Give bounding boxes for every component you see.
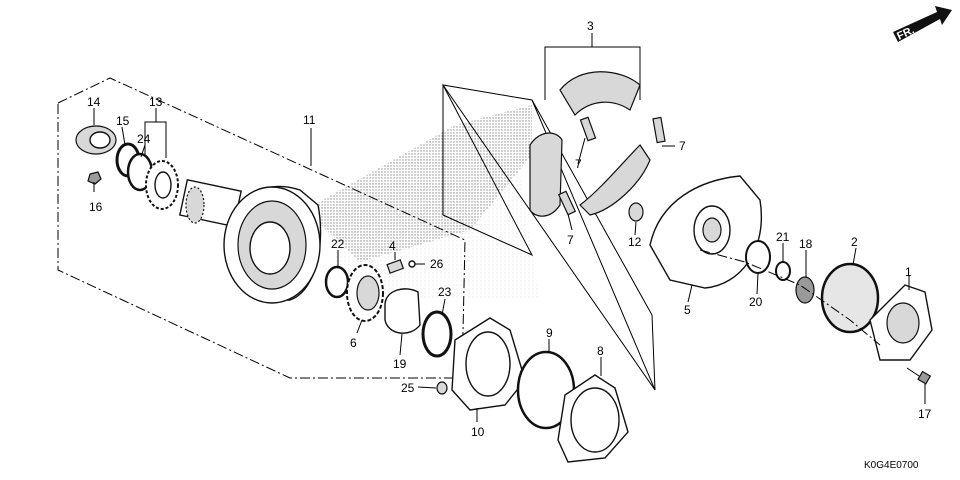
callout-14: 14 xyxy=(87,95,101,109)
part-16-nut xyxy=(87,171,102,185)
bracket-part-3 xyxy=(544,33,641,100)
callout-labels: 1 2 3 4 5 6 7 7 7 8 9 10 11 12 13 14 15 … xyxy=(87,19,932,439)
part-2-gasket xyxy=(820,262,880,334)
callout-10: 10 xyxy=(471,425,485,439)
callout-22: 22 xyxy=(331,237,345,251)
assembly-outline-shoes xyxy=(442,84,656,391)
gasket-8-hole xyxy=(570,387,620,453)
callout-21: 21 xyxy=(776,230,790,244)
assembly-centre-line xyxy=(699,249,881,346)
part-12-collar xyxy=(628,202,644,222)
part-21-washer xyxy=(775,261,791,281)
diagram-code: K0G4E0700 xyxy=(864,460,919,471)
callout-8: 8 xyxy=(597,344,604,358)
part-19-plate xyxy=(384,288,421,334)
part-6-one-way-clutch xyxy=(346,264,384,322)
callout-9: 9 xyxy=(546,326,553,340)
callout-20: 20 xyxy=(749,295,763,309)
part-13-gear xyxy=(145,160,179,210)
callout-5: 5 xyxy=(684,303,691,317)
callout-18: 18 xyxy=(799,237,813,251)
callout-11: 11 xyxy=(303,113,316,127)
callout-24: 24 xyxy=(137,132,151,146)
part-25-nut xyxy=(436,381,448,395)
part-23-snap-ring xyxy=(421,310,453,358)
part-3-clutch-shoes xyxy=(529,71,651,217)
callout-12: 12 xyxy=(628,235,642,249)
callout-25: 25 xyxy=(401,381,415,395)
callout-16: 16 xyxy=(89,200,103,214)
gasket-10-hole xyxy=(465,331,511,397)
callout-2: 2 xyxy=(851,235,858,249)
callout-13: 13 xyxy=(149,95,163,109)
callout-7b: 7 xyxy=(679,139,686,153)
part-18-bearing xyxy=(795,276,815,304)
part-26-pin xyxy=(408,260,416,268)
part-22-ring xyxy=(324,265,350,299)
callout-23: 23 xyxy=(438,285,452,299)
callout-19: 19 xyxy=(393,357,407,371)
part-4-spring xyxy=(386,259,405,274)
callout-6: 6 xyxy=(350,336,357,350)
front-direction-arrow: FR. xyxy=(893,6,952,43)
part-5-drive-plate xyxy=(649,175,762,289)
callout-7a: 7 xyxy=(575,157,582,171)
callout-26: 26 xyxy=(430,257,444,271)
leader-lines xyxy=(93,108,926,422)
callout-15: 15 xyxy=(116,114,130,128)
callout-1: 1 xyxy=(905,265,912,279)
part-14-cap xyxy=(75,125,117,155)
dotted-projection-area xyxy=(305,105,532,262)
cover-1-boss xyxy=(886,302,920,344)
part-11-clutch-outer xyxy=(179,178,322,304)
callout-4: 4 xyxy=(389,239,396,253)
part-7-spring-right xyxy=(652,116,666,144)
callout-7c: 7 xyxy=(567,233,574,247)
part-7-spring-upper xyxy=(579,116,597,142)
part-17-bolt xyxy=(906,367,932,385)
callout-3: 3 xyxy=(587,19,594,33)
part-7-spring-lower xyxy=(557,190,577,216)
callout-17: 17 xyxy=(918,407,932,421)
part-20-lock-washer xyxy=(745,240,771,274)
outline-edge xyxy=(442,84,656,391)
bracket-part-13 xyxy=(144,108,167,158)
